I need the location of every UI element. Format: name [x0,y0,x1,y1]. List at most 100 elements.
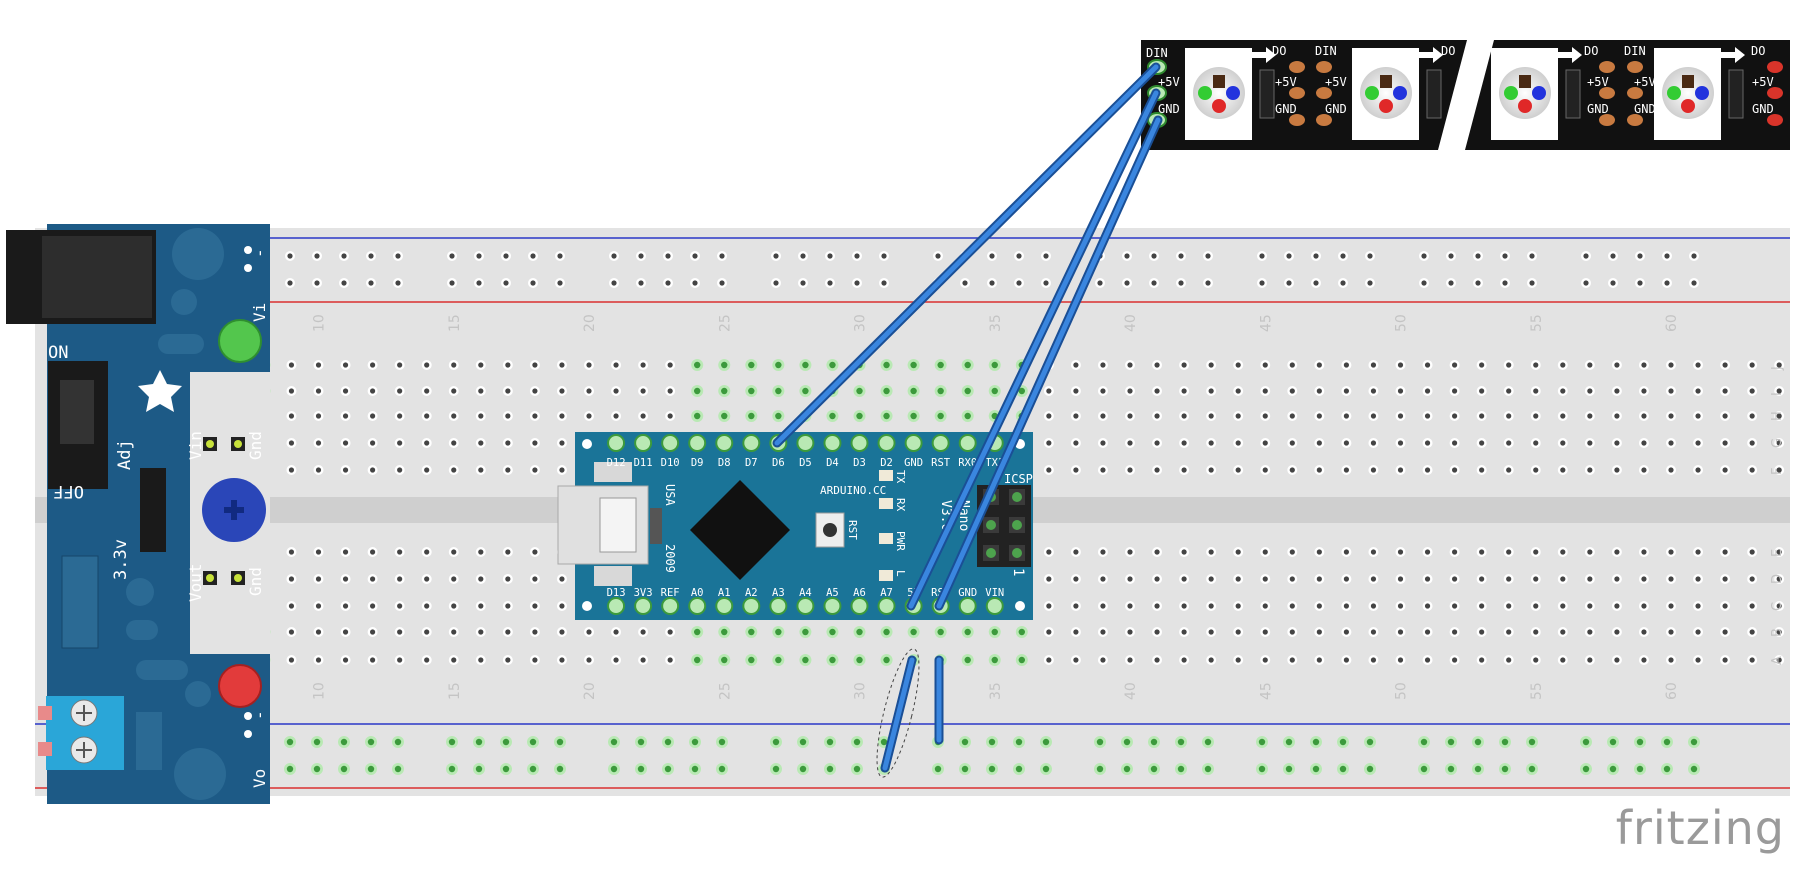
arduino-pin[interactable] [634,597,653,615]
breadboard-hole-center [1262,413,1268,419]
reset-button-cap[interactable] [823,523,837,537]
arduino-pin[interactable] [715,434,734,452]
module-pad-4 [244,730,252,738]
arduino-pin[interactable] [769,597,788,615]
breadboard-hole-center [1506,467,1512,473]
arduino-pin[interactable] [661,597,680,615]
power-switch-slider[interactable] [60,380,94,444]
breadboard-hole-center [505,413,511,419]
arduino-pin[interactable] [607,434,626,452]
strip-leds [1185,47,1745,140]
breadboard-hole-center [1181,388,1187,394]
rail-hole-center [1421,253,1427,259]
wire-din-to-d6[interactable] [772,62,1161,448]
arduino-pin[interactable] [958,597,977,615]
breadboard-hole-center [1397,549,1404,555]
arduino-pin[interactable] [985,597,1004,615]
breadboard-hole-center [1776,657,1782,663]
arduino-pin[interactable] [661,434,680,452]
breadboard-hole-center [1046,388,1052,394]
v33-label: 3.3v [111,539,131,580]
breadboard-hole-center [559,603,565,609]
rail-hole-center [665,253,671,259]
breadboard-hole-center [910,628,917,636]
breadboard-hole-center [1127,603,1133,609]
arduino-pin[interactable] [607,597,626,615]
arduino-pin[interactable] [958,434,977,452]
breadboard-hole-center [991,387,998,395]
arduino-pin[interactable] [904,434,923,452]
breadboard-hole-center [1776,388,1782,394]
breadboard-hole-center [532,413,538,419]
breadboard-hole-center [1776,362,1782,368]
breadboard-hole-center [315,413,322,419]
led-capacitor [1565,69,1581,119]
wire-gnd-to-gnd[interactable] [934,115,1163,611]
rail-hole-center [449,280,455,286]
arduino-pin[interactable] [742,434,761,452]
breadboard-hole-center [1479,362,1485,368]
arduino-pin[interactable] [688,597,707,615]
breadboard-hole-center [1587,413,1593,419]
arduino-pin[interactable] [796,597,815,615]
rail-hole-center [1015,738,1023,746]
breadboard-hole-center [1181,603,1187,609]
breadboard-hole-center [1073,362,1079,368]
breadboard-hole-center [1587,362,1593,368]
led-blue-die [1393,86,1407,100]
arduino-pin[interactable] [823,434,842,452]
ws2812-led-lens [1193,67,1245,119]
arduino-pin-label: A1 [718,587,731,599]
breadboard-hole-center [1641,388,1647,394]
breadboard-hole-center [829,412,836,420]
rail-hole-center [1475,253,1481,259]
rail-hole-center [448,765,456,773]
breadboard-hole-center [478,549,484,555]
icsp-pin1-label: 1 [1010,568,1026,576]
rail-hole-center [367,738,375,746]
breadboard-hole-center [315,362,322,368]
wire-5v-to-rail[interactable] [868,646,927,781]
arduino-pin[interactable] [823,597,842,615]
arduino-pin[interactable] [688,434,707,452]
breadboard-hole-center [397,440,403,446]
breadboard-hole-center [1749,576,1755,582]
breadboard-hole-center [1479,388,1485,394]
rail-hole-center [718,738,726,746]
arduino-pin[interactable] [850,597,869,615]
breadboard-hole-center [721,656,728,664]
voltage-select-switch[interactable] [140,468,166,552]
breadboard-hole-center [1722,467,1728,473]
rail-hole-center [368,280,374,286]
led-red-die [1379,99,1393,113]
rail-hole-center [961,765,969,773]
breadboard-hole-center [451,657,457,663]
data-direction-arrow-icon [1558,47,1582,63]
voltage-regulator [61,555,99,649]
breadboard-hole-center [451,629,457,635]
arduino-pin[interactable] [877,434,896,452]
breadboard-hole-center [1343,629,1349,635]
led-red-die [1518,99,1532,113]
arduino-pin[interactable] [931,434,950,452]
rail-hole-center [1501,738,1509,746]
arduino-pin[interactable] [850,434,869,452]
arduino-pin[interactable] [715,597,734,615]
breadboard-hole-center [288,467,295,473]
rail-hole-center [341,280,347,286]
rail-hole-center [1528,765,1536,773]
arduino-pin[interactable] [877,597,896,615]
breadboard-hole-center [1749,362,1755,368]
rail-hole-center [934,765,942,773]
arduino-pin[interactable] [742,597,761,615]
column-number-label: 35 [988,682,1004,700]
arduino-pin[interactable] [634,434,653,452]
module-hole-small-2 [185,681,211,707]
fritzing-logo: fritzing [1615,801,1785,855]
breadboard-hole-center [1208,629,1214,635]
arduino-pin-label: D10 [661,457,680,469]
led-blue-die [1532,86,1546,100]
wire-5v-to-5v[interactable] [906,88,1161,611]
arduino-pin[interactable] [796,434,815,452]
